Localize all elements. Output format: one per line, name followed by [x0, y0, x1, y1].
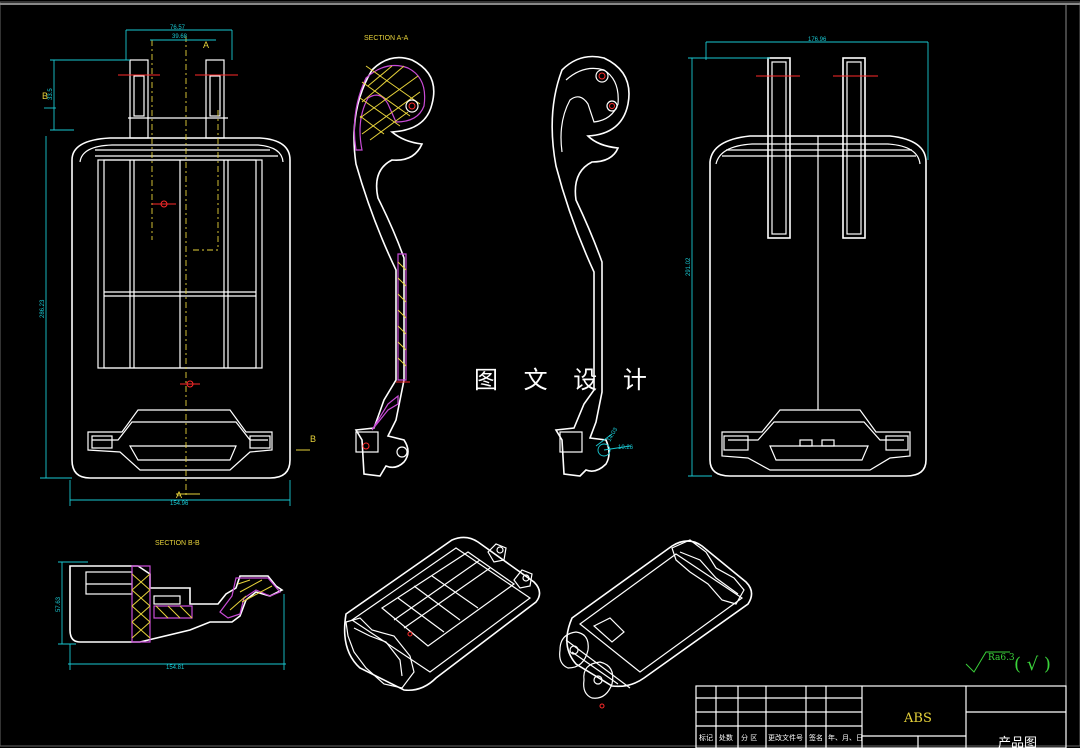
section-aa-view	[353, 56, 435, 477]
roughness-symbol	[965, 651, 1010, 673]
tb-header-zone: 分 区	[741, 733, 757, 742]
isometric-view-back	[559, 539, 753, 709]
dim-right-height: 291.02	[686, 257, 692, 276]
side-profile-view	[551, 55, 631, 477]
front-view	[40, 29, 310, 506]
roughness-check: ( √ )	[1014, 654, 1051, 675]
cut-label-b-right: B	[310, 434, 316, 444]
tb-header-signature: 签名	[809, 733, 823, 742]
tb-title: 产品图	[998, 736, 1037, 748]
roughness-value: Ra6.3	[988, 653, 1015, 663]
section-bb-label: SECTION B-B	[155, 540, 200, 547]
cut-label-b-left: B	[42, 91, 48, 101]
tb-header-date: 年、月、日	[828, 733, 863, 742]
tb-header-count: 处数	[719, 733, 733, 742]
dim-right-width: 176.96	[808, 37, 827, 43]
dim-top-width-2: 39.68	[172, 34, 188, 40]
dim-sa-2: 10.26	[618, 445, 634, 451]
right-view	[688, 41, 929, 477]
dim-sa-1: 14.03	[607, 426, 620, 443]
tb-header-change-doc: 更改文件号	[768, 733, 803, 742]
tb-header-mark: 标记	[699, 733, 713, 742]
isometric-view-front	[343, 536, 541, 692]
tb-material: ABS	[903, 711, 932, 726]
dim-section-bb-width: 154.81	[166, 665, 185, 671]
title-block	[695, 685, 1067, 748]
dim-left-height: 286.23	[40, 299, 46, 318]
watermark-text: 图 文 设 计	[474, 366, 656, 394]
dim-top-width-1: 76.57	[170, 25, 186, 31]
dim-small-side: 33.5	[48, 88, 54, 100]
section-aa-label: SECTION A-A	[364, 35, 409, 42]
section-bb-view	[58, 561, 286, 670]
dim-bottom-width: 154.96	[170, 501, 189, 507]
cut-label-a-top: A	[203, 40, 209, 50]
dim-section-bb-height: 57.63	[56, 596, 62, 612]
cut-label-a-bottom: A	[176, 490, 182, 500]
